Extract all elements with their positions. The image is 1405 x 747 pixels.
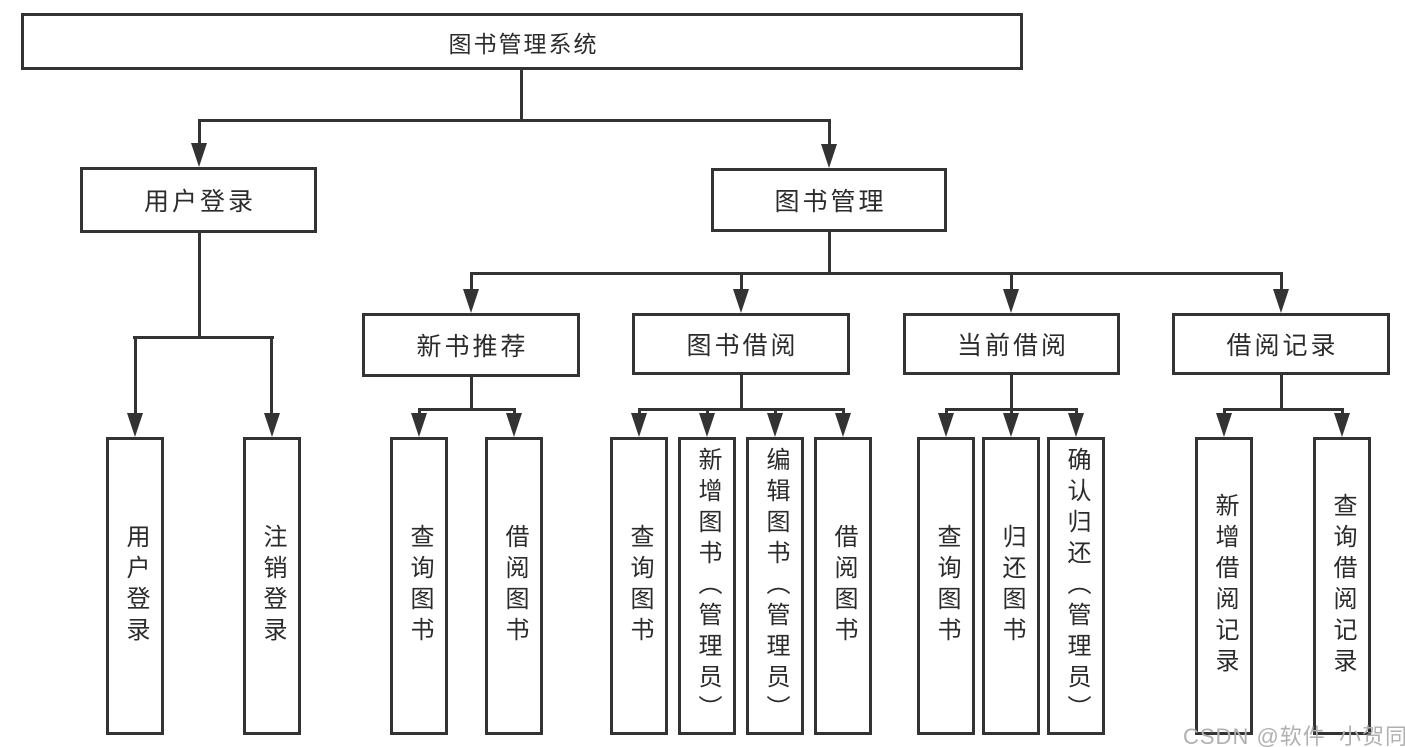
arrow-down-icon [1003,413,1019,437]
connector-vline [1075,408,1078,416]
connector-vline [1280,375,1283,411]
arrow-down-icon [699,413,715,437]
leaf-borrow-books-2: 借阅图书 [814,437,872,735]
connector-vline [740,272,743,291]
leaf-edit-books-admin: 编辑图书（管理员） [746,437,804,735]
arrow-down-icon [127,413,143,437]
arrow-down-icon [1003,289,1019,313]
connector-vline [828,119,831,146]
connector-hline [133,336,274,339]
watermark: CSDN @软件_小贺同学 [1183,724,1405,747]
connector-vline [638,408,641,416]
leaf-query-books-3: 查询图书 [917,437,975,735]
leaf-query-borrow-record: 查询借阅记录 [1313,437,1371,735]
connector-vline [1223,408,1226,416]
arrow-down-icon [191,143,207,167]
connector-vline [740,375,743,411]
arrow-down-icon [506,413,522,437]
connector-vline [1010,272,1013,291]
leaf-user-login: 用户登录 [106,437,164,735]
arrow-down-icon [463,289,479,313]
arrow-down-icon [1216,413,1232,437]
node-book-borrowing: 图书借阅 [632,313,850,375]
leaf-query-books-2: 查询图书 [610,437,668,735]
connector-hline [1223,408,1343,411]
arrow-down-icon [264,413,280,437]
leaf-add-borrow-record: 新增借阅记录 [1195,437,1253,735]
arrow-down-icon [835,413,851,437]
node-current-borrowing: 当前借阅 [903,313,1120,375]
arrow-down-icon [411,413,427,437]
node-user-login: 用户登录 [80,167,317,233]
connector-vline [828,232,831,275]
connector-hline [198,119,831,122]
connector-vline [418,408,421,416]
connector-vline [1010,408,1013,416]
connector-hline [470,272,1282,275]
arrow-down-icon [1068,413,1084,437]
arrow-down-icon [631,413,647,437]
leaf-return-books: 归还图书 [982,437,1040,735]
leaf-query-books: 查询图书 [390,437,448,735]
connector-hline [418,408,516,411]
connector-vline [706,408,709,416]
node-library-system: 图书管理系统 [21,13,1023,70]
connector-vline [520,70,523,122]
leaf-confirm-return-admin: 确认归还（管理员） [1047,437,1105,735]
connector-vline [470,272,473,291]
connector-vline [1341,408,1344,416]
connector-vline [134,336,137,415]
connector-vline [945,408,948,416]
node-book-management: 图书管理 [711,168,947,232]
arrow-down-icon [938,413,954,437]
connector-vline [198,233,201,339]
node-new-book-recommend: 新书推荐 [362,313,580,377]
node-borrowing-records: 借阅记录 [1172,313,1390,375]
connector-hline [638,408,844,411]
arrow-down-icon [821,144,837,168]
leaf-borrow-books: 借阅图书 [485,437,543,735]
arrow-down-icon [733,289,749,313]
connector-vline [774,408,777,416]
connector-vline [842,408,845,416]
arrow-down-icon [1273,289,1289,313]
leaf-add-books-admin: 新增图书（管理员） [678,437,736,735]
connector-vline [1010,375,1013,411]
arrow-down-icon [767,413,783,437]
connector-vline [470,377,473,411]
connector-vline [198,119,201,145]
leaf-logout: 注销登录 [243,437,301,735]
connector-vline [1280,272,1283,291]
connector-vline [513,408,516,416]
connector-vline [270,336,273,415]
arrow-down-icon [1334,413,1350,437]
